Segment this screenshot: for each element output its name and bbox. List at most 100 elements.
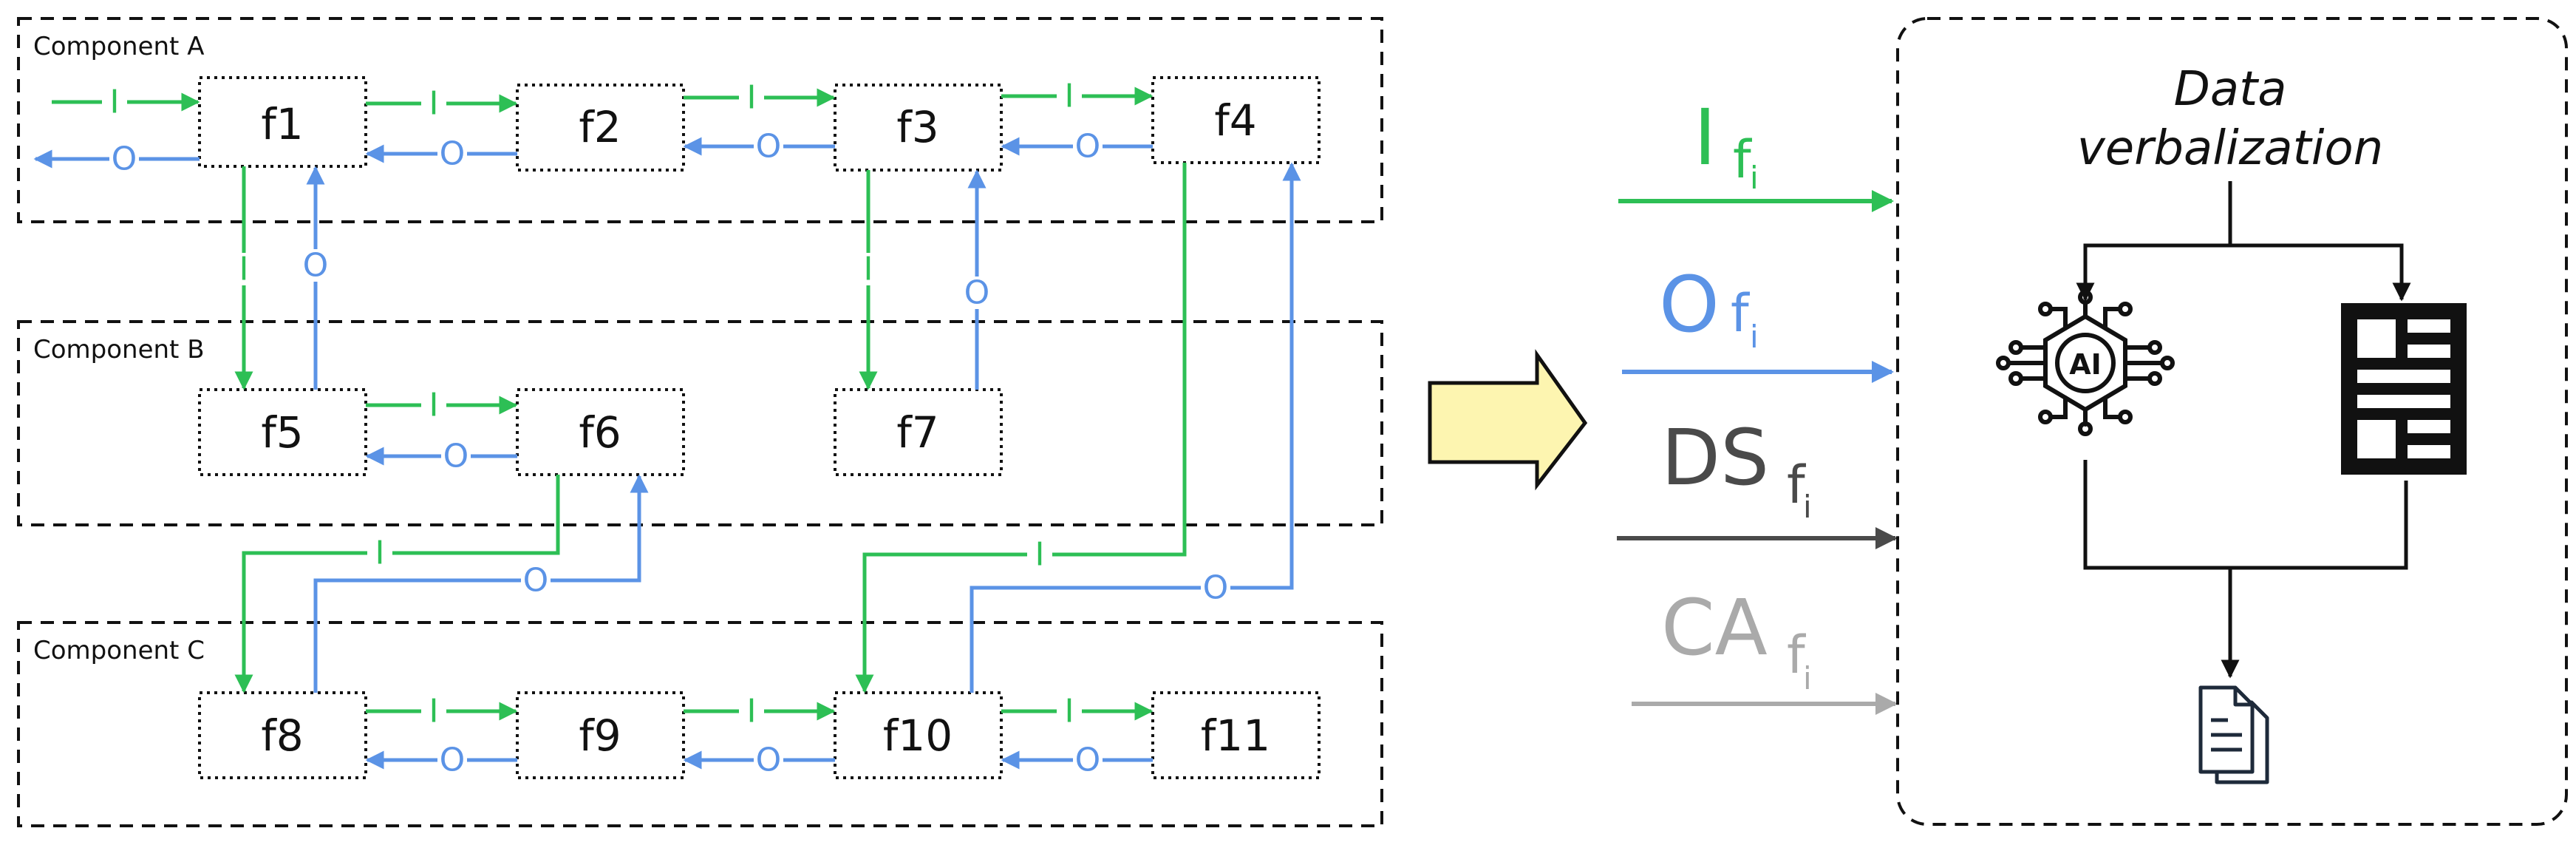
flow-f3-to-f2-output: O (683, 128, 835, 166)
node-f11: f11 (1151, 691, 1321, 779)
node-f7: f7 (834, 388, 1003, 476)
svg-text:I: I (1065, 693, 1074, 730)
svg-text:O: O (1203, 569, 1229, 607)
flow-f3-to-f4-input: I (1001, 78, 1154, 115)
flow-f4-to-f10-input: I (855, 163, 1187, 693)
node-f8: f8 (198, 691, 367, 779)
svg-text:f: f (1787, 625, 1806, 685)
legend-ds: DS f i (1617, 413, 1898, 549)
svg-text:f: f (1787, 455, 1806, 515)
node-f6: f6 (516, 388, 685, 476)
svg-text:I: I (110, 84, 120, 121)
flow-f11-to-f10-output: O (1001, 742, 1153, 779)
svg-text:O: O (440, 742, 466, 779)
flow-f7-to-f3-output: O (962, 169, 992, 390)
legend-input: I f i (1618, 92, 1894, 212)
svg-text:O: O (756, 128, 782, 166)
svg-text:I: I (747, 79, 757, 117)
svg-text:I: I (239, 251, 249, 288)
node-f5: f5 (198, 388, 367, 476)
svg-text:f9: f9 (579, 710, 621, 761)
svg-text:O: O (964, 274, 990, 312)
flow-f2-to-f1-output: O (365, 135, 517, 173)
flow-f10-to-f9-output: O (683, 742, 835, 779)
svg-text:f3: f3 (896, 102, 938, 152)
node-f3: f3 (834, 84, 1003, 172)
svg-text:O: O (303, 247, 329, 285)
svg-text:I: I (429, 693, 439, 730)
flow-f8-to-f9-input: I (366, 693, 518, 730)
node-f4: f4 (1151, 76, 1321, 164)
svg-text:I: I (1694, 92, 1717, 183)
legend-ca: CA f i (1632, 583, 1898, 715)
svg-text:I: I (1035, 536, 1045, 574)
component-c-label: Component C (33, 636, 205, 665)
flow-f8-to-f6-output: O (313, 474, 649, 693)
flow-f2-to-f3-input: I (684, 79, 836, 117)
flow-f4-to-f3-output: O (1001, 128, 1153, 166)
component-b-label: Component B (33, 335, 205, 364)
svg-text:i: i (1803, 489, 1812, 525)
svg-text:f6: f6 (579, 407, 621, 458)
verbalization-title-line1: Data (2174, 62, 2287, 117)
component-a-label: Component A (33, 32, 204, 61)
svg-text:O: O (523, 562, 549, 600)
legend-output: O f i (1622, 260, 1894, 383)
ai-chip-label: AI (2069, 348, 2102, 381)
component-b-box (17, 320, 1383, 526)
verbalization-title-line2: verbalization (2077, 121, 2383, 176)
svg-text:CA: CA (1661, 583, 1768, 673)
document-layout-icon (2341, 303, 2467, 475)
node-f10: f10 (834, 691, 1003, 779)
svg-text:I: I (375, 535, 385, 572)
big-right-arrow-icon (1428, 349, 1588, 491)
svg-text:O: O (1659, 260, 1720, 350)
flow-output-from-f1: O (33, 140, 200, 178)
svg-text:I: I (864, 251, 873, 288)
ai-chip-icon (1996, 290, 2175, 436)
flow-input-into-f1: I (52, 84, 200, 121)
svg-text:O: O (1075, 128, 1101, 166)
svg-text:I: I (429, 387, 439, 424)
svg-text:f11: f11 (1201, 710, 1270, 761)
node-f2: f2 (516, 84, 685, 172)
svg-text:f2: f2 (579, 102, 621, 152)
flow-f10-to-f11-input: I (1001, 693, 1154, 730)
node-f9: f9 (516, 691, 685, 779)
svg-text:i: i (1803, 660, 1812, 696)
component-a-box (17, 17, 1383, 223)
flow-f1-to-f2-input: I (366, 85, 518, 123)
component-c-box (17, 621, 1383, 827)
flow-f5-to-f1-output: O (301, 166, 330, 390)
svg-text:f4: f4 (1214, 95, 1256, 146)
svg-text:f1: f1 (261, 99, 303, 149)
svg-text:I: I (1065, 78, 1074, 115)
svg-text:I: I (429, 85, 439, 123)
flow-f1-to-f5-input: I (231, 166, 256, 390)
svg-text:O: O (443, 438, 469, 475)
svg-text:i: i (1750, 160, 1759, 196)
flow-f9-to-f10-input: I (684, 693, 836, 730)
svg-text:f10: f10 (883, 710, 953, 761)
svg-text:O: O (1075, 742, 1101, 779)
flow-f6-to-f8-input: I (234, 475, 560, 693)
flow-f10-to-f4-output: O (970, 162, 1301, 693)
verbalization-connectors (2076, 181, 2411, 679)
svg-text:DS: DS (1661, 413, 1769, 503)
svg-text:f8: f8 (261, 710, 303, 761)
node-f1: f1 (198, 76, 367, 168)
svg-text:f5: f5 (261, 407, 303, 458)
flow-f3-to-f7-input: I (856, 170, 881, 390)
svg-text:O: O (440, 135, 466, 173)
svg-text:I: I (747, 693, 757, 730)
svg-text:f: f (1733, 129, 1752, 190)
svg-text:i: i (1750, 319, 1759, 355)
flow-f6-to-f5-output: O (365, 438, 517, 475)
svg-text:O: O (756, 742, 782, 779)
svg-text:O: O (112, 140, 137, 178)
document-stack-icon (2198, 685, 2269, 784)
svg-text:f: f (1731, 283, 1750, 344)
svg-text:f7: f7 (896, 407, 938, 458)
flow-f5-to-f6-input: I (366, 387, 518, 424)
